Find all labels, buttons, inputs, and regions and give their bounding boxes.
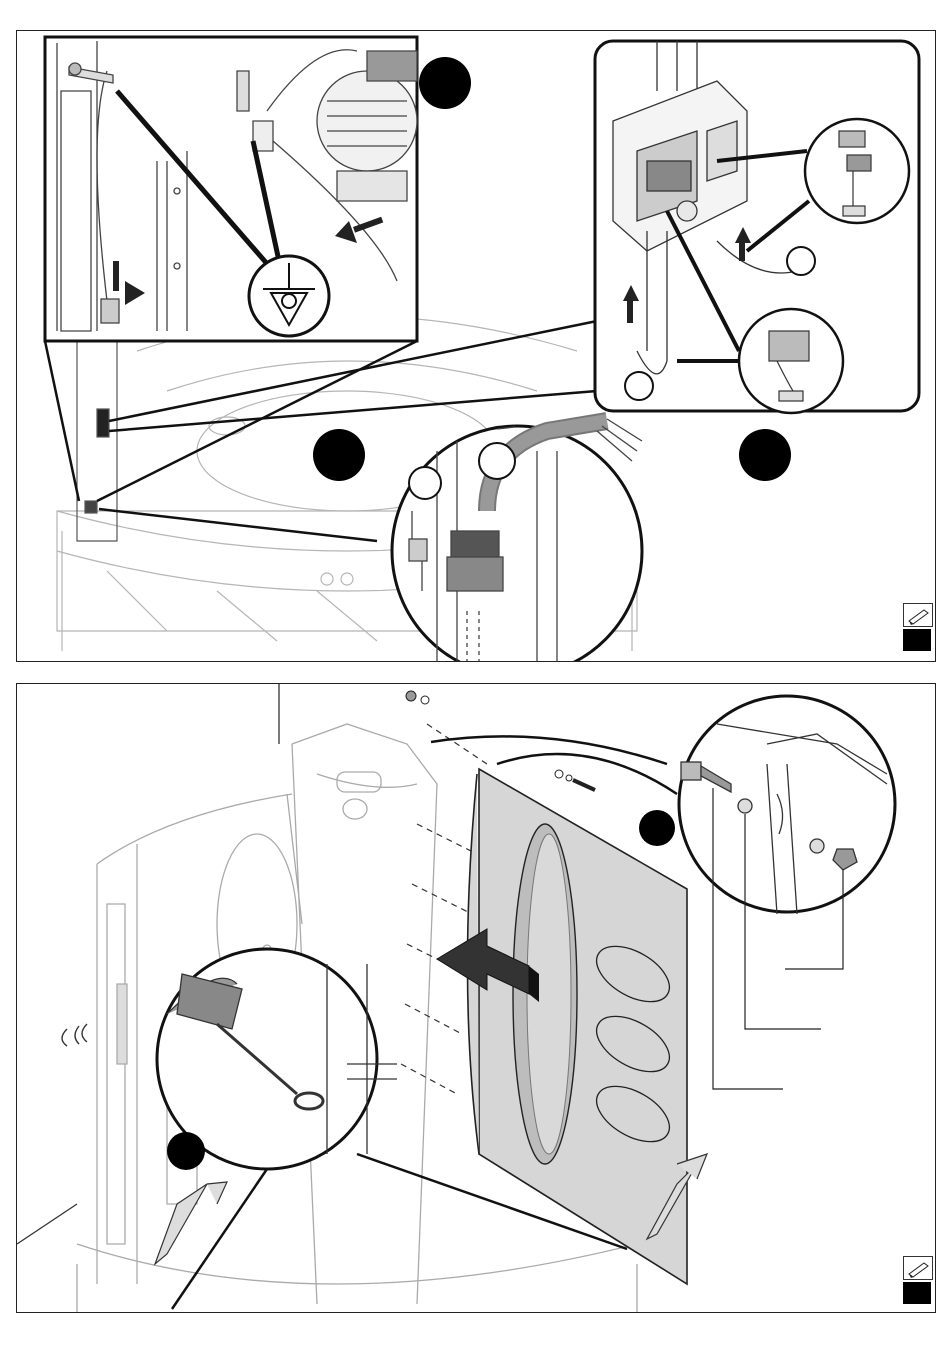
step-badge-a xyxy=(419,57,471,109)
pencil-icon xyxy=(903,603,933,627)
back-panel-illustration xyxy=(17,684,935,1312)
step-badge-e xyxy=(167,1132,205,1170)
step-badge-b xyxy=(313,429,365,481)
page-marker xyxy=(903,629,931,651)
pencil-icon xyxy=(903,1256,933,1280)
ground-symbol-icon xyxy=(249,256,329,336)
step-badge-c xyxy=(739,429,791,481)
instruction-panel-electrical xyxy=(16,30,936,662)
step-badge-d xyxy=(639,810,675,846)
electrical-illustration xyxy=(17,31,935,661)
page-marker xyxy=(903,1282,931,1304)
instruction-panel-back-panel xyxy=(16,683,936,1313)
